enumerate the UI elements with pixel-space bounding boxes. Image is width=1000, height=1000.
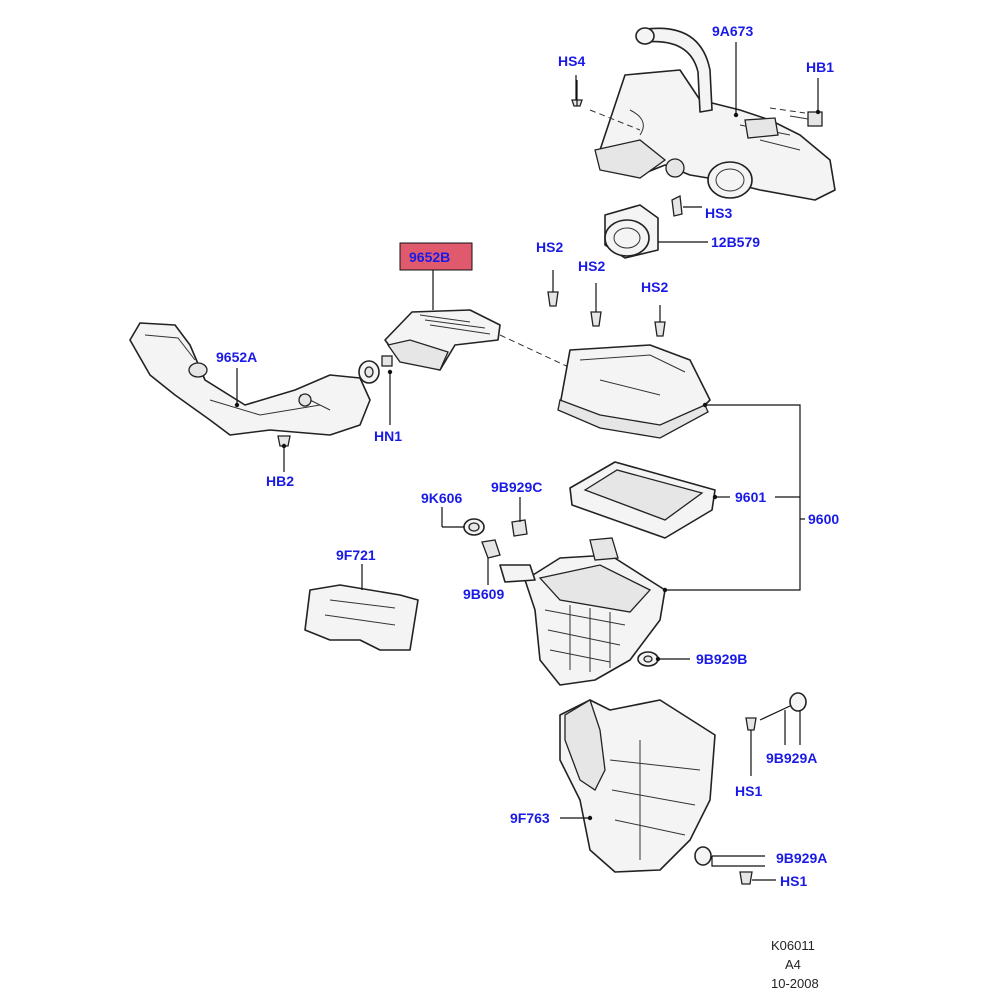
label-9600[interactable]: 9600	[808, 511, 839, 527]
drawing-code: K06011	[771, 938, 815, 953]
air-duct-9652B[interactable]	[384, 309, 501, 371]
grommet-9B929B[interactable]	[637, 651, 659, 667]
label-9B929C[interactable]: 9B929C	[491, 479, 542, 495]
grommet-9B929A-b[interactable]	[694, 846, 712, 866]
label-HS1-a[interactable]: HS1	[735, 783, 762, 799]
leader-dots	[234, 109, 821, 821]
label-HB1[interactable]: HB1	[806, 59, 834, 75]
screw-HS2-b[interactable]	[590, 283, 602, 327]
label-12B579[interactable]: 12B579	[711, 234, 760, 250]
label-HS2-a[interactable]: HS2	[536, 239, 563, 255]
screw-HS2-c[interactable]	[654, 305, 666, 337]
label-9601[interactable]: 9601	[735, 489, 766, 505]
label-HN1[interactable]: HN1	[374, 428, 402, 444]
label-9K606[interactable]: 9K606	[421, 490, 462, 506]
grommet-9B929C[interactable]	[511, 519, 528, 537]
label-9B929A-b[interactable]: 9B929A	[776, 850, 827, 866]
air-cleaner-housing[interactable]	[499, 537, 666, 686]
label-HS3[interactable]: HS3	[705, 205, 732, 221]
sensor-12B579[interactable]	[604, 195, 683, 259]
label-9652A[interactable]: 9652A	[216, 349, 257, 365]
bracket-9B609[interactable]	[481, 539, 501, 559]
drawing-date: 10-2008	[771, 976, 819, 991]
label-HS2-b[interactable]: HS2	[578, 258, 605, 274]
label-HB2[interactable]: HB2	[266, 473, 294, 489]
screw-HS1-b[interactable]	[739, 871, 753, 885]
label-9B929B[interactable]: 9B929B	[696, 651, 747, 667]
grommet-HN1[interactable]	[358, 355, 393, 384]
part-labels: 9A673 HB1 HS4 HS3 12B579 9652B HS2 HS2 H…	[216, 23, 839, 889]
screw-HS1-a[interactable]	[745, 717, 757, 776]
label-HS2-c[interactable]: HS2	[641, 279, 668, 295]
label-9B609[interactable]: 9B609	[463, 586, 504, 602]
highlight-box-9652B	[399, 242, 473, 271]
drawing-reference: K06011 A4 10-2008	[771, 938, 819, 991]
screw-HS2-a[interactable]	[547, 270, 559, 307]
label-HS4[interactable]: HS4	[558, 53, 585, 69]
bracket-plate-9F721[interactable]	[304, 584, 419, 651]
label-9B929A-a[interactable]: 9B929A	[766, 750, 817, 766]
label-HS1-b[interactable]: HS1	[780, 873, 807, 889]
label-9F721[interactable]: 9F721	[336, 547, 376, 563]
screw-HS4[interactable]	[571, 80, 583, 107]
filter-element-9601[interactable]	[569, 461, 716, 539]
label-9F763[interactable]: 9F763	[510, 810, 550, 826]
grommet-9B929A-a[interactable]	[789, 692, 807, 712]
inlet-duct-9652A[interactable]	[129, 322, 371, 447]
outlet-tube-9A673[interactable]	[594, 27, 836, 201]
label-9652B[interactable]: 9652B	[409, 249, 450, 265]
air-cleaner-cover[interactable]	[557, 344, 711, 439]
leader-lines	[236, 42, 819, 881]
label-9A673[interactable]: 9A673	[712, 23, 753, 39]
clip-9K606[interactable]	[463, 518, 485, 536]
bolt-HB1[interactable]	[789, 111, 823, 127]
lower-box-9F763[interactable]	[559, 699, 716, 873]
drawing-size: A4	[785, 957, 801, 972]
